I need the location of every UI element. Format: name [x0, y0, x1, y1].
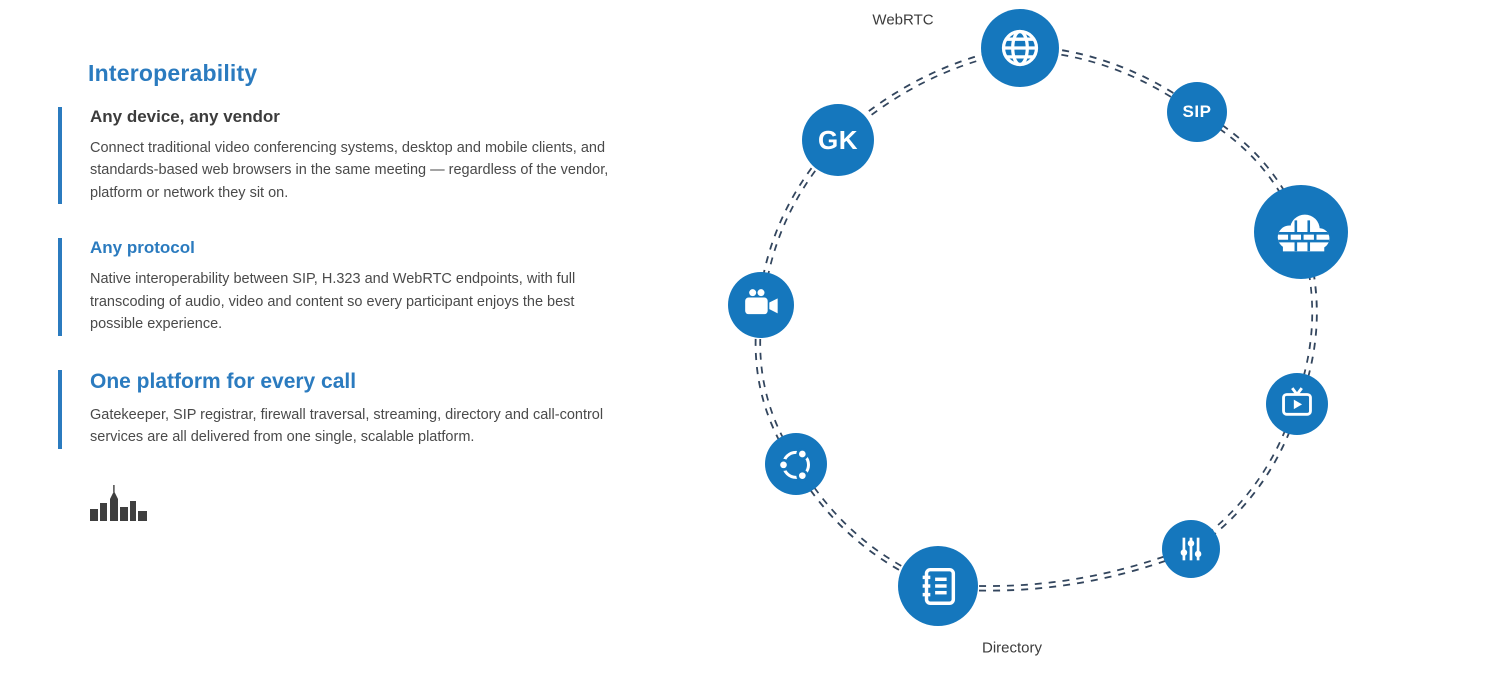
node-control [1162, 520, 1220, 578]
node-gatekeeper: GK [802, 104, 874, 176]
node-sip: SIP [1167, 82, 1227, 142]
sliders-icon [1180, 537, 1202, 561]
node-sharing [765, 433, 827, 495]
section-any-protocol: Any protocol Native interoperability bet… [58, 238, 618, 336]
node-camera [728, 272, 794, 338]
node-firewall [1254, 185, 1348, 279]
section-any-device: Any device, any vendor Connect tradition… [58, 107, 618, 205]
video-camera-icon [745, 289, 778, 315]
gk-label: GK [818, 124, 858, 155]
section-one-platform: One platform for every call Gatekeeper, … [58, 369, 618, 449]
section-body: Connect traditional video conferencing s… [90, 140, 609, 201]
notebook-icon [922, 567, 956, 605]
tv-play-icon [1282, 387, 1312, 416]
node-directory [898, 546, 978, 626]
skyline-icon [90, 484, 147, 521]
intro-panel: Interoperability Any device, any vendor … [58, 60, 618, 523]
section-heading: One platform for every call [90, 369, 357, 393]
cloud-firewall-icon [1277, 214, 1330, 252]
label-webrtc: WebRTC [872, 11, 934, 29]
globe-icon [1001, 29, 1039, 67]
node-web [981, 9, 1059, 87]
sip-label: SIP [1182, 102, 1212, 121]
skyline-graphic [88, 483, 152, 523]
section-heading: Any protocol [90, 238, 195, 258]
section-body: Native interoperability between SIP, H.3… [90, 271, 576, 333]
label-directory: Directory [981, 639, 1043, 657]
section-heading: Any device, any vendor [90, 107, 280, 126]
section-body: Gatekeeper, SIP registrar, firewall trav… [90, 406, 604, 446]
share-icon [777, 448, 810, 482]
node-streaming [1266, 373, 1328, 435]
page-title: Interoperability [88, 60, 258, 86]
